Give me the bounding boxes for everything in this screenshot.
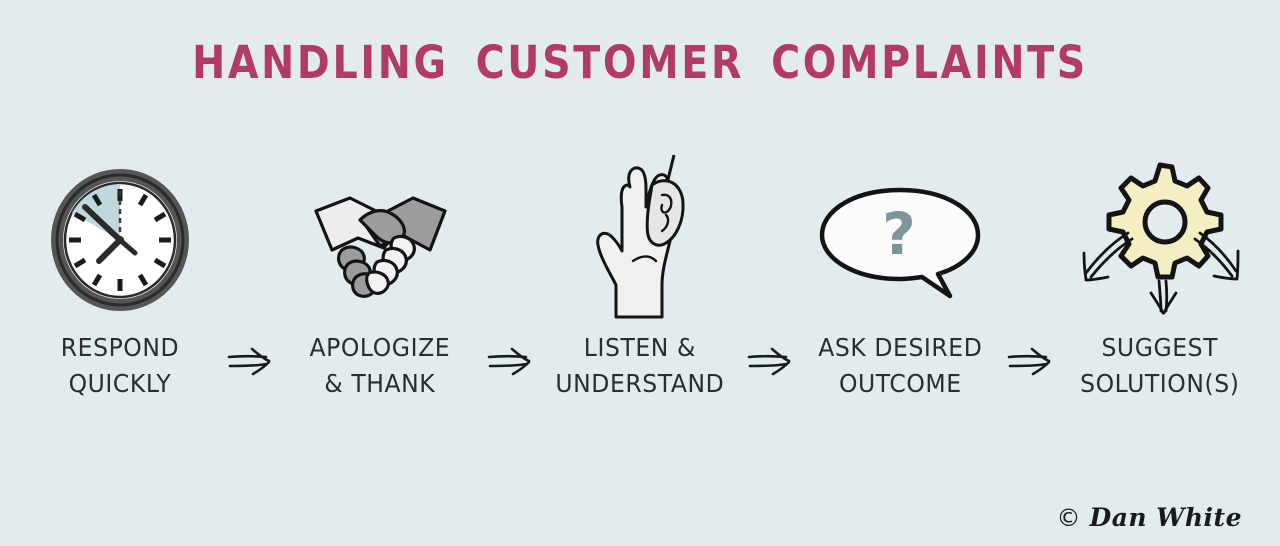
gear-icon-container bbox=[1056, 160, 1264, 320]
page-title: HANDLING CUSTOMER COMPLAINTS bbox=[192, 36, 1088, 89]
speech-bubble-icon-container: ? bbox=[796, 160, 1004, 320]
arrow-left-down bbox=[1082, 231, 1134, 282]
step-ask-desired-outcome: ? ASK DESIRED OUTCOME bbox=[796, 160, 1004, 401]
step-label: LISTEN & UNDERSTAND bbox=[555, 333, 725, 398]
question-mark-glyph: ? bbox=[882, 200, 916, 268]
process-steps-row: RESPOND QUICKLY bbox=[0, 154, 1280, 420]
hand-to-ear-icon bbox=[596, 154, 685, 318]
gear-icon bbox=[1106, 162, 1224, 280]
step-label: APOLOGIZE & THANK bbox=[309, 333, 451, 398]
arrow-down bbox=[1149, 279, 1178, 315]
arrow-right-down bbox=[1193, 231, 1240, 281]
step-label: RESPOND QUICKLY bbox=[60, 333, 180, 398]
double-arrow-right-icon bbox=[747, 347, 791, 376]
clock-icon bbox=[51, 169, 189, 311]
separator-arrow-2 bbox=[484, 160, 536, 420]
step-suggest-solutions: SUGGEST SOLUTION(S) bbox=[1056, 160, 1264, 401]
signature: © Dan White bbox=[1057, 503, 1242, 532]
step-label: ASK DESIRED OUTCOME bbox=[817, 333, 983, 398]
step-apologize-and-thank: APOLOGIZE & THANK bbox=[276, 160, 484, 401]
separator-arrow-4 bbox=[1004, 160, 1056, 420]
gear-with-arrows-icon bbox=[1082, 162, 1240, 315]
hand-to-ear-icon-container bbox=[536, 154, 744, 320]
double-arrow-right-icon bbox=[1007, 347, 1051, 376]
separator-arrow-3 bbox=[744, 160, 796, 420]
author-name: Dan White bbox=[1089, 503, 1242, 532]
handshake-icon bbox=[313, 195, 447, 298]
step-listen-and-understand: LISTEN & UNDERSTAND bbox=[536, 154, 744, 401]
copyright-icon: © bbox=[1056, 503, 1081, 532]
clock-icon-container bbox=[16, 160, 224, 320]
double-arrow-right-icon bbox=[487, 347, 531, 376]
step-label: SUGGEST SOLUTION(S) bbox=[1080, 333, 1240, 398]
speech-bubble-question-icon: ? bbox=[819, 187, 981, 298]
double-arrow-right-icon bbox=[227, 347, 271, 376]
step-respond-quickly: RESPOND QUICKLY bbox=[16, 160, 224, 401]
handshake-icon-container bbox=[276, 160, 484, 320]
separator-arrow-1 bbox=[224, 160, 276, 420]
